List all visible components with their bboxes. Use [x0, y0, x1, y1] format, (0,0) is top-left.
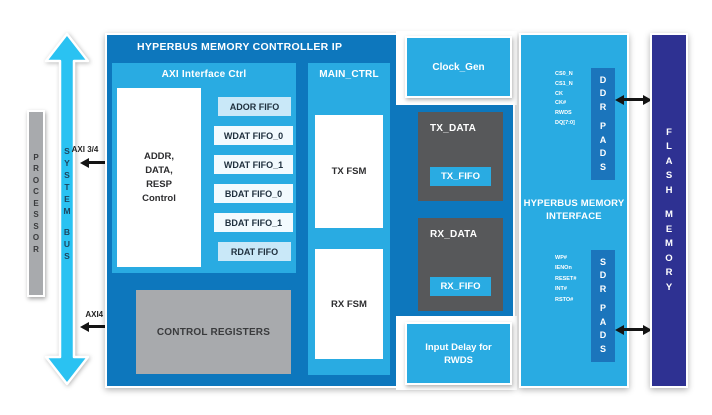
- tx-data-block: TX_DATA: [418, 112, 503, 201]
- addr-data-resp-control-label: ADDR, DATA, RESP Control: [142, 150, 176, 204]
- rx-fifo-block: RX_FIFO: [430, 277, 491, 296]
- fifo-bdat-fifo-0: BDAT FIFO_0: [214, 184, 293, 203]
- diagram-title: HYPERBUS MEMORY CONTROLLER IP: [137, 41, 343, 53]
- signal-label: CK: [555, 90, 563, 97]
- signal-label: CS1_N: [555, 80, 573, 87]
- tx-fifo-block: TX_FIFO: [430, 167, 491, 186]
- tx-fsm-block: TX FSM: [315, 115, 383, 228]
- signal-label: RESET#: [555, 275, 577, 282]
- ddr-flash-arrow-icon: [623, 98, 644, 101]
- hyperbus-memory-interface-title: HYPERBUS MEMORY INTERFACE: [523, 198, 625, 222]
- signal-label: DQ[7:0]: [555, 119, 575, 126]
- axi-interface-ctrl-title: AXI Interface Ctrl: [161, 69, 247, 80]
- clock-gen-block: Clock_Gen: [405, 36, 512, 98]
- main-ctrl-title: MAIN_CTRL: [319, 69, 379, 80]
- input-delay-rwds-block: Input Delay for RWDS: [405, 322, 512, 385]
- fifo-wdat-fifo-0: WDAT FIFO_0: [214, 126, 293, 145]
- tx-data-title: TX_DATA: [430, 123, 477, 134]
- axi4-lite-arrow-icon: [88, 325, 121, 328]
- axi34-bus-label: AXI 3/4: [71, 145, 99, 154]
- fifo-rdat-fifo: RDAT FIFO: [218, 242, 291, 261]
- signal-label: WP#: [555, 255, 567, 261]
- signal-label: IENOn: [555, 265, 572, 272]
- system-bus-arrow-icon: [44, 32, 90, 386]
- signal-label: RWDS: [555, 110, 572, 117]
- addr-data-resp-control-block: ADDR, DATA, RESP Control: [117, 88, 201, 267]
- signal-label: INT#: [555, 286, 567, 293]
- control-registers-block: CONTROL REGISTERS: [136, 290, 291, 374]
- signal-label: RSTO#: [555, 296, 574, 303]
- fifo-wdat-fifo-1: WDAT FIFO_1: [214, 155, 293, 174]
- fifo-bdat-fifo-1: BDAT FIFO_1: [214, 213, 293, 232]
- signal-label: CS0_N: [555, 71, 573, 77]
- rx-data-title: RX_DATA: [430, 229, 478, 240]
- signal-label: CK#: [555, 100, 567, 107]
- fifo-ador-fifo: ADOR FIFO: [218, 97, 291, 116]
- rx-data-block: RX_DATA: [418, 218, 503, 311]
- ddr-signal-list: CS0_N CS1_N CK CK# RWDS DQ[7:0]: [555, 70, 591, 129]
- rx-fsm-block: RX FSM: [315, 249, 383, 359]
- sdr-flash-arrow-icon: [623, 328, 644, 331]
- axi34-arrow-icon: [88, 161, 121, 164]
